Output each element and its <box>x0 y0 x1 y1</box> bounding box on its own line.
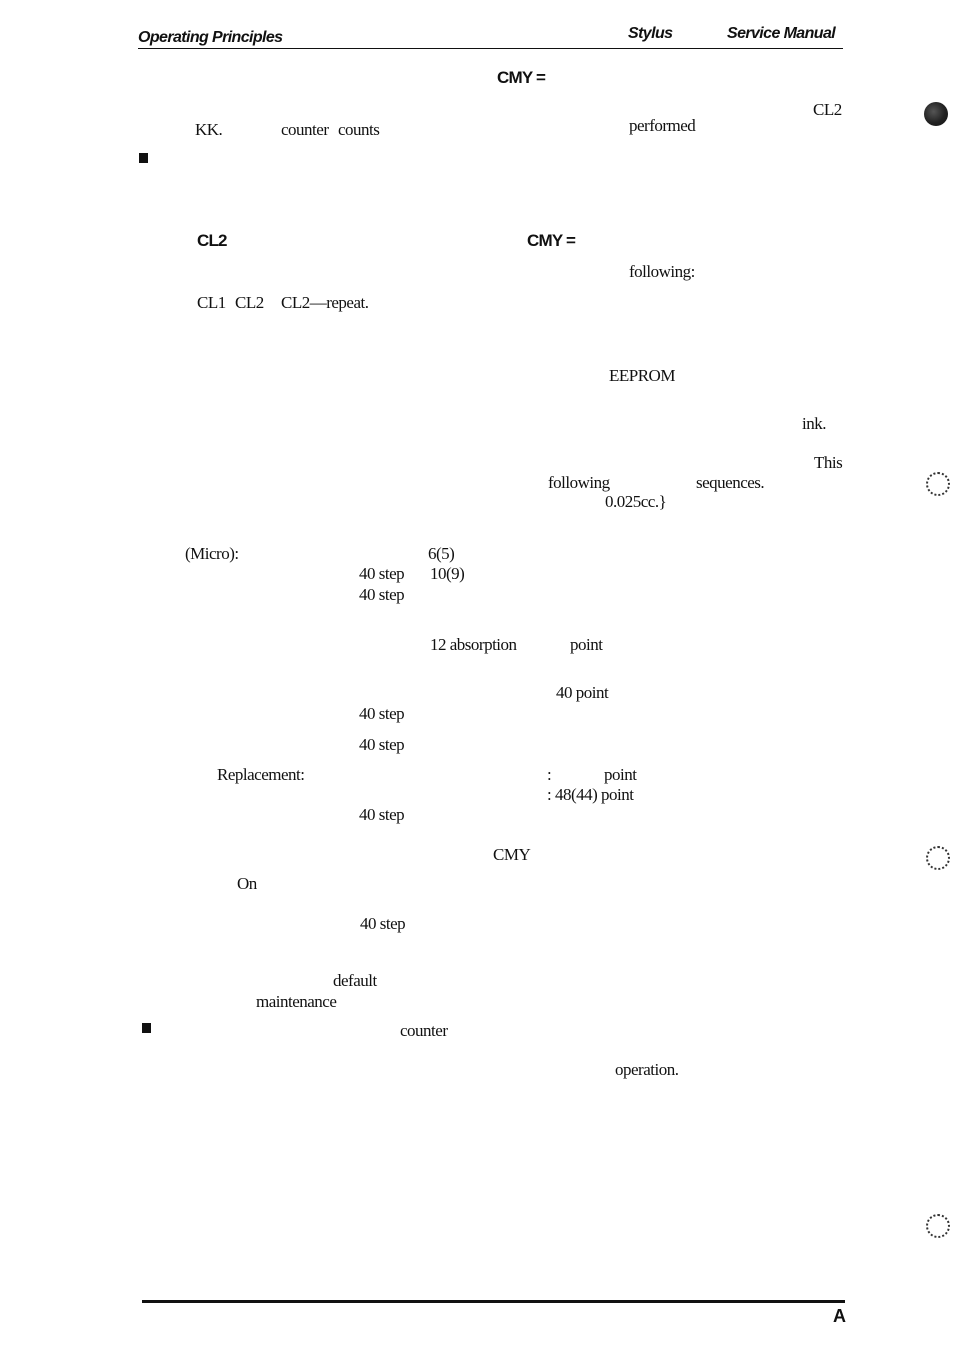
text-40-step-4: 40 step <box>359 735 405 754</box>
text-cmy-equals-1: CMY = <box>497 68 546 87</box>
footer-rule <box>142 1300 845 1303</box>
text-on: On <box>237 874 257 893</box>
text-following-colon: following: <box>629 262 695 281</box>
text-cmy: CMY <box>493 845 531 864</box>
text-ink: ink. <box>802 414 826 433</box>
text-colon: : <box>547 765 552 784</box>
text-counter-1: counter <box>281 120 329 139</box>
text-point-2: point <box>604 765 637 784</box>
text-point-1: point <box>570 635 603 654</box>
text-cl2-1: CL2 <box>813 100 842 119</box>
text-volume-cc: 0.025cc.} <box>605 492 667 511</box>
text-maintenance: maintenance <box>256 992 337 1011</box>
text-performed: performed <box>629 116 696 135</box>
text-cl1: CL1 <box>197 293 226 312</box>
text-this: This <box>814 453 843 472</box>
text-kk: KK. <box>195 120 223 139</box>
header-section-title: Operating Principles <box>138 29 283 46</box>
text-default: default <box>333 971 377 990</box>
header-rule <box>138 48 843 49</box>
text-replacement: Replacement: <box>217 765 305 784</box>
text-counts: counts <box>338 120 380 139</box>
text-sequences: sequences. <box>696 473 765 492</box>
text-count-10-9: 10(9) <box>430 564 465 583</box>
footer-page-letter: A <box>833 1306 846 1326</box>
text-12-absorption: 12 absorption <box>430 635 517 654</box>
text-40-step-6: 40 step <box>360 914 406 933</box>
bullet-marker-1 <box>139 153 148 163</box>
text-operation: operation. <box>615 1060 679 1079</box>
text-40-step-5: 40 step <box>359 805 405 824</box>
binder-hole-icon-1 <box>924 102 948 126</box>
text-cmy-equals-2: CMY = <box>527 231 576 250</box>
header-manual-title: Service Manual <box>727 25 836 42</box>
binder-hole-icon-2 <box>926 472 950 496</box>
text-counter-2: counter <box>400 1021 448 1040</box>
text-40-step-3: 40 step <box>359 704 405 723</box>
text-40-step-1: 40 step <box>359 564 405 583</box>
text-40-point: 40 point <box>556 683 609 702</box>
bullet-marker-2 <box>142 1023 151 1033</box>
header-product-name: Stylus <box>628 25 673 42</box>
binder-hole-icon-3 <box>926 846 950 870</box>
text-count-6-5: 6(5) <box>428 544 455 563</box>
text-cl2-repeat: CL2—repeat. <box>281 293 369 312</box>
binder-hole-icon-4 <box>926 1214 950 1238</box>
text-cl2-2: CL2 <box>235 293 264 312</box>
text-eeprom: EEPROM <box>609 366 675 385</box>
text-cl2-heading: CL2 <box>197 231 228 250</box>
text-48-44-point: : 48(44) point <box>547 785 634 804</box>
text-following: following <box>548 473 610 492</box>
text-40-step-2: 40 step <box>359 585 405 604</box>
text-micro: (Micro): <box>185 544 239 563</box>
